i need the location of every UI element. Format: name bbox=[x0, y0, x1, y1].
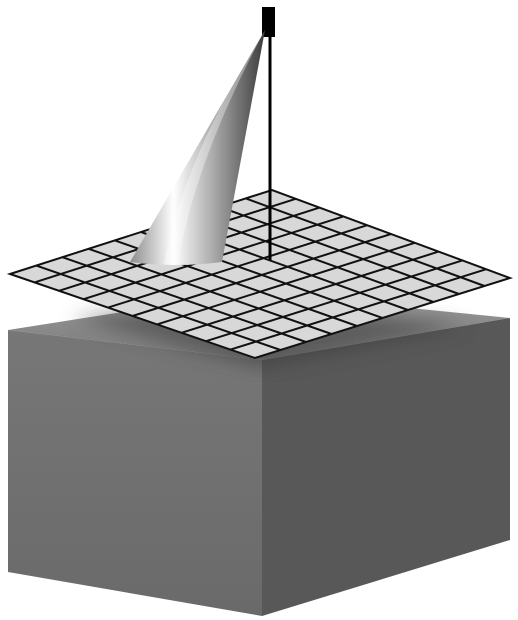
block-right-face bbox=[262, 318, 510, 616]
block-front-face bbox=[8, 330, 262, 616]
